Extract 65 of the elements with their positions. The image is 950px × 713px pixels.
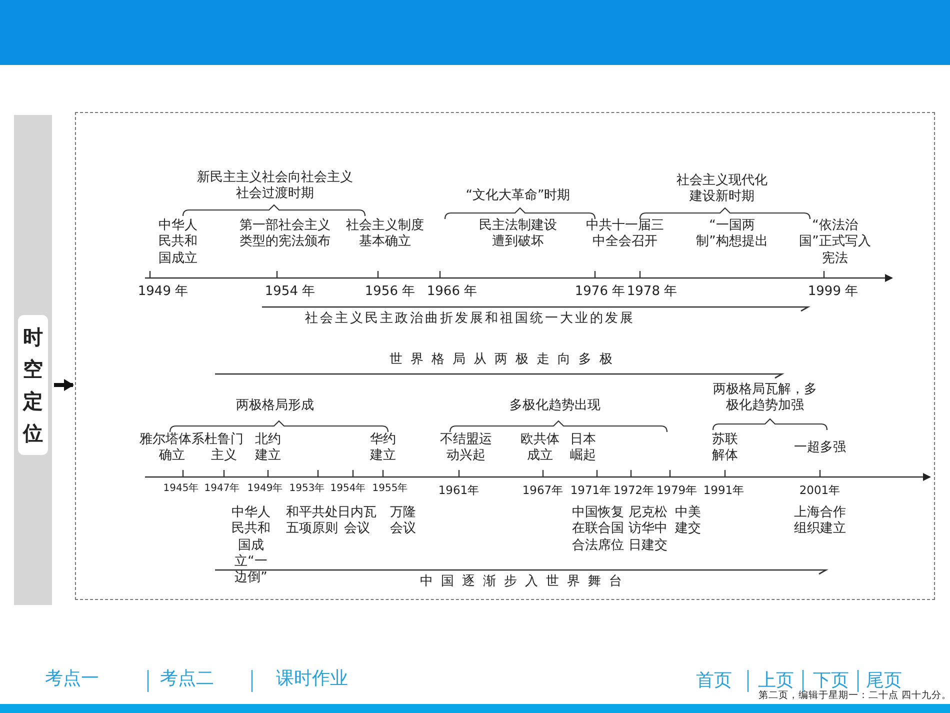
period-heading: 新民主主义社会向社会主义社会过渡时期 xyxy=(197,170,353,202)
year-label: 2001年 xyxy=(799,483,841,498)
footer-note: 第二页，编辑于星期一：二十点 四十九分。 xyxy=(758,690,950,702)
event-label: “依法治国”正式写入宪法 xyxy=(798,218,872,267)
year-label: 1949 年 xyxy=(138,284,188,300)
event-label: 华约建立 xyxy=(370,432,396,464)
nav-link: 下页 xyxy=(813,670,849,691)
side-tab xyxy=(14,115,52,605)
nav-link: 课时作业 xyxy=(276,668,348,690)
year-label: 1971年 xyxy=(570,483,612,498)
event-label: 社会主义制度基本确立 xyxy=(346,218,424,250)
period-heading: 社会主义现代化建设新时期 xyxy=(676,173,768,206)
period-heading: 两极格局瓦解，多极化趋势加强 xyxy=(713,382,817,414)
event-label: “一国两制”构想提出 xyxy=(695,218,769,250)
side-label: 时空定位 xyxy=(18,315,48,455)
trend-label: 世界格局从两极走向多极 xyxy=(390,352,620,368)
year-label: 1991年 xyxy=(703,483,745,498)
nav-link: 上页 xyxy=(758,670,794,691)
event-label: 民主法制建设遭到破坏 xyxy=(479,218,557,250)
nav-link: 尾页 xyxy=(866,670,902,691)
event-label: 苏联解体 xyxy=(712,432,738,464)
event-label: 日内瓦会议 xyxy=(338,505,376,538)
year-label: 1954年 xyxy=(330,483,366,496)
event-label: 万隆会议 xyxy=(390,505,416,538)
event-label: 欧共体成立 xyxy=(520,432,560,464)
event-label: 第一部社会主义类型的宪法颁布 xyxy=(240,218,330,250)
year-label: 1945年 xyxy=(163,483,199,496)
year-label: 1967年 xyxy=(522,483,564,498)
event-label: 中华人民共和国成立 xyxy=(158,218,198,267)
year-label: 1954 年 xyxy=(264,284,316,300)
nav-link: 首页 xyxy=(696,670,732,692)
period-heading: 多极化趋势出现 xyxy=(510,398,600,414)
year-label: 1966 年 xyxy=(426,284,478,300)
event-label: 中国恢复在联合国合法席位 xyxy=(572,505,624,554)
year-label: 1949年 xyxy=(247,483,283,496)
event-label: 北约建立 xyxy=(255,432,281,464)
year-label: 1972年 xyxy=(613,483,655,498)
event-label: 雅尔塔体系确立 xyxy=(140,432,204,464)
year-label: 1999 年 xyxy=(808,284,858,300)
year-label: 1953年 xyxy=(289,483,325,496)
event-label: 杜鲁门主义 xyxy=(204,432,244,464)
trend-label: 社会主义民主政治曲折发展和祖国统一大业的发展 xyxy=(305,311,635,328)
dashed-panel xyxy=(75,112,935,600)
event-label: 中华人民共和国成立“一边倒” xyxy=(232,505,270,586)
year-label: 1961年 xyxy=(438,483,480,498)
year-label: 1976 年 xyxy=(574,284,626,300)
year-label: 1947年 xyxy=(204,483,240,496)
event-label: 中美建交 xyxy=(675,505,701,538)
nav-link: 考点二 xyxy=(160,668,214,690)
period-heading: “文化大革命”时期 xyxy=(466,188,570,204)
event-label: 中共十一届三中全会召开 xyxy=(586,218,664,250)
event-label: 尼克松访华中日建交 xyxy=(628,505,668,554)
event-label: 日本崛起 xyxy=(570,432,596,464)
event-label: 和平共处五项原则 xyxy=(286,505,338,538)
nav-link: 考点一 xyxy=(45,668,99,690)
year-label: 1955年 xyxy=(372,483,408,496)
trend-label: 中国逐渐步入世界舞台 xyxy=(420,574,630,590)
period-heading: 两极格局形成 xyxy=(236,398,314,414)
year-label: 1979年 xyxy=(656,483,698,498)
event-label: 上海合作组织建立 xyxy=(794,505,846,538)
event-label: 一超多强 xyxy=(794,440,846,456)
year-label: 1978 年 xyxy=(626,284,678,300)
year-label: 1956 年 xyxy=(364,284,416,300)
arrow xyxy=(54,379,74,391)
event-label: 不结盟运动兴起 xyxy=(440,432,492,464)
